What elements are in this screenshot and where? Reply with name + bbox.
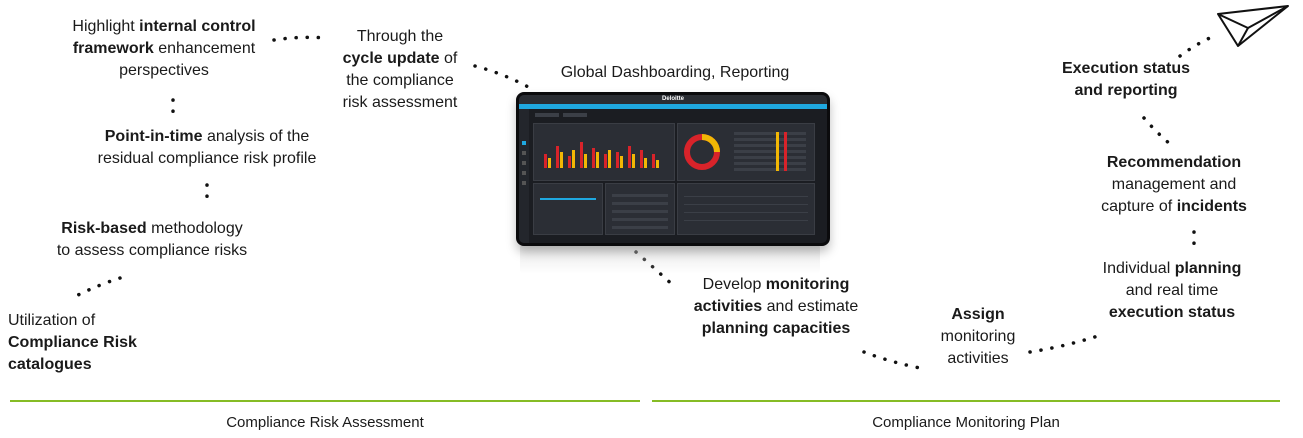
dashboard-bars [544,142,659,168]
label-assign: Assign monitoring activities [940,306,1016,367]
dashboard-donut-panel [677,123,815,181]
dashboard-nav-icon [522,181,526,185]
dashboard-nav-icon [522,151,526,155]
dashboard-donut-chart [684,132,806,171]
label-point-in-time: Point-in-time analysis of the residual c… [97,128,317,167]
connector-assign-individual [1028,332,1106,354]
donut-segment [701,134,720,153]
label-dashboard: Global Dashboarding, Reporting [560,64,790,81]
connector-cycle-dashboard [473,64,532,90]
label-utilization: Utilization of Compliance Risk catalogue… [8,312,137,373]
label-execution-status: Execution status and reporting [1061,60,1191,99]
dashboard-filter [563,113,587,117]
label-highlight: Highlight internal control framework enh… [72,18,256,79]
dashboard-risk-markers [776,132,787,171]
dashboard-notification-panel [605,183,675,235]
dashboard-nav-icon [522,141,526,145]
dashboard-line-panel [677,183,815,235]
label-risk-based: Risk-based methodology to assess complia… [56,220,248,259]
connector-execution-plane [1178,34,1216,58]
label-individual: Individual planning and real time execut… [1102,260,1242,321]
paper-plane-icon [1217,5,1289,47]
dashboard-brand: Deloitte [661,96,684,102]
label-cycle-update: Through the cycle update of the complian… [342,28,458,111]
dashboard-sidebar [519,109,529,243]
footer-divider-right [652,400,1280,402]
footer-compliance-monitoring-plan: Compliance Monitoring Plan [872,414,1060,431]
dashboard-filter [535,113,559,117]
dashboard-nav-icon [522,161,526,165]
connector-recommendation-execution [1142,116,1172,146]
dashboard-risk-table [734,132,806,171]
label-recommendation: Recommendation management and capture of… [1101,154,1247,215]
dashboard-bar-panel [533,123,675,181]
connector-riskbased-utilization [74,276,122,298]
connector-develop-assign [862,350,922,370]
dashboard-topbar [519,95,827,104]
dashboard-accent-bar [519,104,827,109]
footer-compliance-risk-assessment: Compliance Risk Assessment [226,414,424,431]
dashboard-bar-chart [544,142,659,168]
label-develop: Develop monitoring activities and estima… [693,276,859,337]
dashboard-list-panel [533,183,603,235]
footer-divider-left [10,400,640,402]
dashboard-reflection [520,244,820,274]
dashboard-screenshot: Deloitte [516,92,830,246]
dashboard-nav-icon [522,171,526,175]
